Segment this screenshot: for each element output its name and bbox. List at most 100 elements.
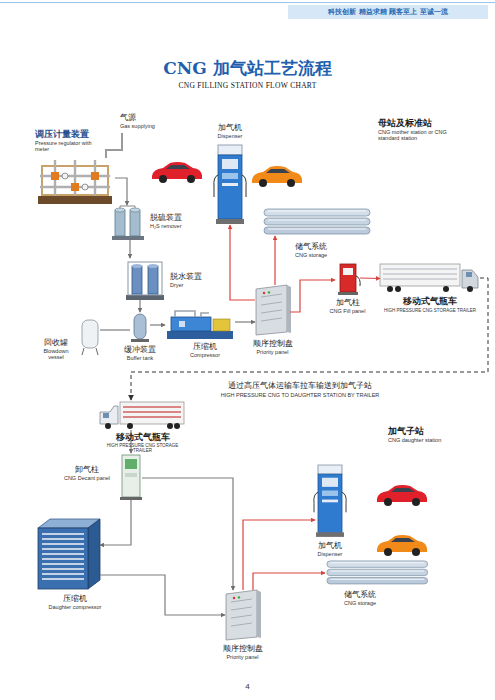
header-band-part bbox=[288, 5, 488, 19]
component-node: 储气系统CNG storage bbox=[260, 208, 375, 236]
compressor-illustration-part bbox=[213, 319, 230, 331]
component-node: 移动式气瓶车HIGH PRESSURE CNG STORAGE TRAILER bbox=[100, 400, 185, 430]
component-name-en: Daughter compressor bbox=[35, 604, 115, 610]
dryer-illustration-part bbox=[128, 262, 162, 295]
trailer-bottom-illustration bbox=[100, 402, 184, 429]
pipe-connector bbox=[243, 520, 315, 590]
gas-supply-pipe bbox=[106, 133, 122, 158]
h2s-remover-illustration-part bbox=[112, 236, 144, 240]
dryer-illustration-part bbox=[132, 266, 142, 294]
dispenser-bottom-illustration bbox=[314, 465, 346, 537]
trailer-bottom-illustration-part bbox=[100, 406, 118, 424]
priority-panel bbox=[226, 590, 261, 640]
component-name: 储气系统 bbox=[295, 242, 355, 251]
trailer-top-illustration-part bbox=[383, 269, 457, 279]
h2s-remover-illustration-part bbox=[120, 206, 135, 208]
fill-panel-illustration-part bbox=[343, 268, 353, 275]
component-node: 加气机Dispenser bbox=[215, 145, 245, 225]
priority-panel bbox=[256, 285, 291, 335]
trailer-bottom-illustration-part bbox=[103, 413, 109, 418]
trailer-top-illustration-part bbox=[467, 286, 473, 292]
storage-illustration bbox=[264, 209, 370, 234]
annotation-label: CNG FILLING STATION FLOW CHART bbox=[0, 82, 495, 91]
annotation-label: 加气子站 bbox=[388, 426, 478, 436]
priority-panel-illustration bbox=[256, 285, 291, 335]
component-name-en: Priority panel bbox=[245, 349, 300, 355]
pipe-connector bbox=[290, 280, 335, 312]
component-name-en: H₂S remover bbox=[150, 223, 210, 229]
component-node: 回收罐Blowdown vessel bbox=[80, 318, 100, 355]
pipe-connector bbox=[235, 321, 255, 322]
pipe-connector bbox=[115, 178, 127, 205]
dispenser bbox=[314, 465, 346, 537]
decant-panel-illustration-part bbox=[120, 497, 142, 500]
component-node: 缓冲装置Buffer tank bbox=[130, 312, 150, 342]
component-node: 顺序控制盘Priority panel bbox=[255, 285, 290, 335]
component-name: 脱硫装置 bbox=[150, 213, 210, 222]
trailer-top-illustration-part bbox=[462, 270, 478, 288]
trailer-top-illustration-part bbox=[443, 286, 449, 292]
component-node: 脱硫装置H₂S remover bbox=[110, 205, 145, 240]
pipe-connector bbox=[131, 278, 488, 400]
storage-cylinders bbox=[264, 209, 370, 234]
header-band-part bbox=[0, 2, 495, 3]
blowdown-vessel-illustration-part bbox=[82, 320, 98, 348]
compressor-illustration-part bbox=[167, 331, 233, 339]
component-node: 顺序控制盘Priority panel bbox=[225, 590, 260, 640]
component-name: 脱水装置 bbox=[170, 272, 220, 281]
trailer-bottom-illustration-part bbox=[174, 423, 180, 429]
daughter-compressor-illustration-part bbox=[88, 519, 100, 589]
component-node: 加气柱CNG Fill panel bbox=[335, 262, 360, 295]
component-name-en: CNG Fill panel bbox=[320, 308, 375, 314]
pipe-connector bbox=[100, 500, 131, 545]
pipe-connector bbox=[142, 478, 233, 590]
component-name-en: Priority panel bbox=[215, 654, 270, 660]
component-node: 加气机Dispenser bbox=[315, 465, 345, 537]
buffer-tank-illustration-part bbox=[131, 339, 149, 342]
component-name: 回收罐 bbox=[35, 338, 77, 347]
component-node: 脱水装置Dryer bbox=[125, 258, 165, 300]
component-name: 压缩机 bbox=[175, 342, 235, 351]
annotation-label: 气源 bbox=[120, 113, 160, 122]
annotation-label: 科技创新 精益求精 顾客至上 至诚一流 bbox=[290, 5, 486, 19]
component-node: 压缩机Compressor bbox=[165, 308, 235, 340]
component-name-en: Buffer tank bbox=[122, 355, 158, 361]
pipe-connector bbox=[253, 573, 325, 590]
h2s-remover-illustration-part bbox=[130, 208, 140, 212]
annotation-label: CNG daughter station bbox=[388, 437, 478, 443]
regulator-illustration-part bbox=[82, 184, 88, 190]
decant-panel-illustration-part bbox=[125, 459, 137, 469]
h2s-remover-illustration-part bbox=[130, 210, 140, 236]
component-node: 调压计量装置Pressure regulator with meter bbox=[35, 155, 115, 205]
dispenser-illustration bbox=[214, 145, 246, 224]
trailer-top-illustration-part bbox=[387, 286, 393, 292]
fill-panel-illustration-part bbox=[356, 276, 360, 286]
trailer-bottom-illustration-part bbox=[167, 423, 173, 429]
pipe-connector bbox=[230, 225, 255, 300]
component-name-en: Dispenser bbox=[210, 133, 250, 139]
compressor-illustration-part bbox=[179, 321, 185, 327]
decant-panel-illustration-part bbox=[125, 473, 137, 477]
pipe-connector bbox=[150, 324, 165, 325]
trailer-bottom-illustration-part bbox=[105, 423, 111, 429]
daughter-compressor-illustration bbox=[38, 519, 100, 589]
fill-panel-illustration bbox=[338, 264, 360, 295]
blowdown-vessel-illustration bbox=[82, 320, 98, 355]
component-node: 压缩机Daughter compressor bbox=[35, 518, 100, 590]
component-name: 顺序控制盘 bbox=[245, 339, 300, 348]
component-name-en: HIGH PRESSURE CNG STORAGE TRAILER bbox=[100, 443, 185, 453]
annotation-label: CNG mother station or CNG standard stati… bbox=[378, 129, 458, 142]
component-name-en: CNG storage bbox=[325, 600, 395, 606]
daughter-compressor-illustration-part bbox=[42, 534, 84, 579]
annotation-label: HIGH PRESSURE CNG TO DAUGHTER STATION BY… bbox=[170, 392, 430, 398]
component-name: 调压计量装置 bbox=[35, 129, 125, 139]
component-name: 移动式气瓶车 bbox=[100, 432, 185, 442]
priority-panel-bottom-illustration bbox=[226, 590, 261, 640]
trailer-top-illustration-part bbox=[466, 272, 472, 277]
regulator-illustration bbox=[38, 160, 112, 204]
component-name-en: Pressure regulator with meter bbox=[35, 140, 105, 153]
decant-panel-illustration bbox=[120, 455, 142, 500]
component-node: 储气系统CNG storage bbox=[325, 562, 430, 584]
